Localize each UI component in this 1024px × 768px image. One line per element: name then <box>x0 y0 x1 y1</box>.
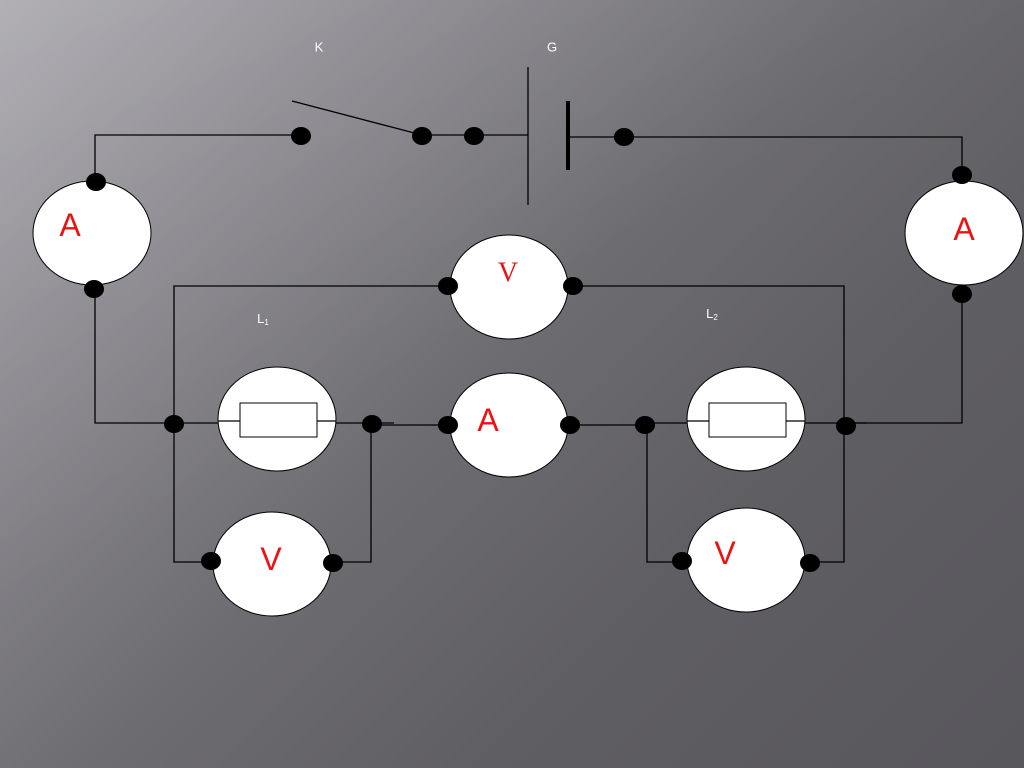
voltmeter-left-symbol: V <box>260 541 282 577</box>
terminal-dot <box>412 127 432 145</box>
terminals <box>84 127 972 572</box>
terminal-dot <box>438 416 458 434</box>
terminal-dot <box>201 552 221 570</box>
terminal-dot <box>672 552 692 570</box>
battery-label: G <box>547 40 557 55</box>
lamp2-label: L2 <box>706 306 718 322</box>
wire-voltmeter-left-a <box>173 423 211 563</box>
lamp1-label: L1 <box>257 311 269 327</box>
wire-right-down <box>846 294 963 424</box>
terminal-dot <box>291 127 311 145</box>
terminal-dot <box>635 416 655 434</box>
terminal-dot <box>464 127 484 145</box>
wire-left-down <box>94 289 174 424</box>
wires <box>94 100 963 563</box>
wire-top-left <box>94 134 301 183</box>
lamp2-label-letter: L <box>706 306 713 321</box>
terminal-dot <box>560 416 580 434</box>
ammeter-right-symbol: A <box>953 211 975 247</box>
ammeter-left <box>32 180 152 286</box>
wire-voltmeter-left-b <box>333 425 372 563</box>
ammeter-left-symbol: A <box>59 207 81 243</box>
voltmeter-top-symbol: V <box>498 258 518 289</box>
wire-voltmeter-top-left <box>173 285 448 423</box>
voltmeter-right <box>686 507 806 613</box>
lamp1-label-sub: 1 <box>264 318 269 327</box>
lamp1-resistor <box>239 402 318 438</box>
lamp2-resistor <box>708 402 787 438</box>
ammeter-middle <box>449 372 569 478</box>
terminal-dot <box>323 554 343 572</box>
wire-voltmeter-top-right <box>573 285 845 423</box>
terminal-dot <box>952 285 972 303</box>
wire-voltmeter-right-b <box>810 423 845 563</box>
lamp2-label-sub: 2 <box>713 313 718 322</box>
wire-voltmeter-right-a <box>645 424 682 563</box>
switch-label: K <box>315 40 324 55</box>
terminal-dot <box>563 277 583 295</box>
terminal-dot <box>836 417 856 435</box>
terminal-dot <box>614 128 634 146</box>
lamp1-label-letter: L <box>257 311 264 326</box>
battery <box>527 67 570 205</box>
terminal-dot <box>800 554 820 572</box>
terminal-dot <box>952 166 972 184</box>
voltmeter-right-symbol: V <box>714 535 736 571</box>
terminal-dot <box>164 415 184 433</box>
terminal-dot <box>438 277 458 295</box>
wire-top-right <box>568 136 963 175</box>
ammeter-middle-symbol: A <box>477 402 499 438</box>
terminal-dot <box>362 415 382 433</box>
switch-lever <box>291 100 423 136</box>
terminal-dot <box>84 280 104 298</box>
terminal-dot <box>86 173 106 191</box>
